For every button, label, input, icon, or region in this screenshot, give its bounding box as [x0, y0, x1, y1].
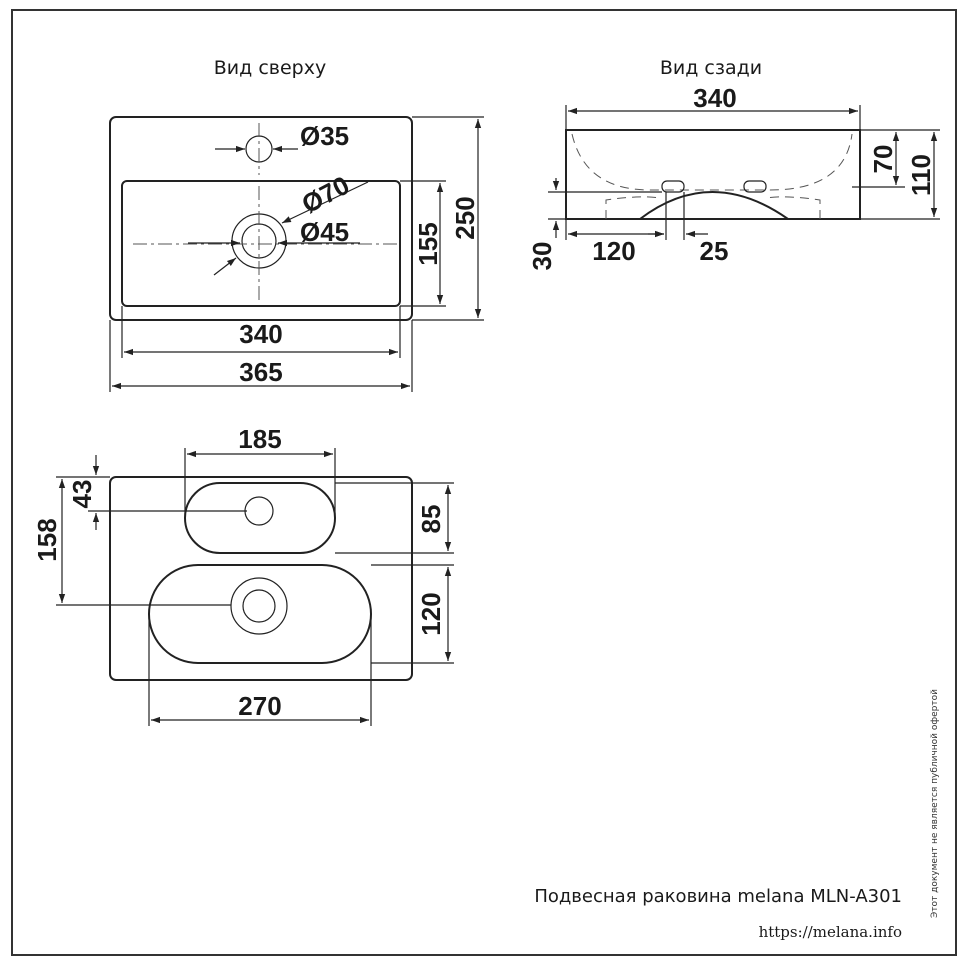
dim-bowl-depth: 155: [413, 222, 443, 265]
dim-back-mount-offset: 120: [592, 236, 635, 266]
plan-outline: [109, 476, 413, 681]
dim-back-mount-spacing: 25: [700, 236, 729, 266]
dim-hole-diameter: Ø35: [300, 121, 349, 151]
plan-drain-inner: [242, 589, 276, 623]
dim-back-height-inner: 70: [868, 145, 898, 174]
top-view-bowl: [121, 180, 401, 307]
top-view-title: Вид сверху: [214, 57, 326, 79]
dim-plan-bowl-width: 270: [238, 691, 281, 721]
dim-plan-hole-offset: 185: [238, 424, 281, 454]
website-url: https://melana.info: [759, 923, 902, 941]
dim-plan-lower-height: 120: [416, 592, 446, 635]
dim-plan-hole-depth: 43: [67, 480, 97, 509]
plan-faucet-hole: [244, 496, 274, 526]
dim-plan-upper-height: 85: [416, 505, 446, 534]
dim-plan-drain-depth: 158: [32, 518, 62, 561]
back-view-drain-arch: [639, 191, 789, 220]
back-view-basin-curve: [571, 133, 853, 191]
dim-back-mount-height: 30: [527, 242, 557, 271]
dim-total-width: 365: [239, 357, 282, 387]
top-view: Вид сверху Ø35 Ø70 Ø45 155 250: [109, 57, 484, 392]
back-view-title: Вид сзади: [660, 57, 762, 79]
back-view: Вид сзади 340 70 110 30 120: [527, 57, 940, 270]
plan-upper-bowl: [184, 482, 336, 554]
dim-drain-inner: Ø45: [300, 217, 349, 247]
dim-back-height-total: 110: [906, 154, 936, 196]
plan-view: 185 43 158 85 120 270: [32, 424, 454, 726]
disclaimer-note: Этот документ не является публичной офер…: [930, 689, 940, 918]
back-view-outline: [565, 129, 861, 220]
plan-lower-bowl: [148, 564, 372, 664]
mount-slot-right: [743, 180, 767, 193]
product-caption: Подвесная раковина melana MLN-A301: [534, 886, 902, 907]
plan-drain-outer: [230, 577, 288, 635]
dim-total-depth: 250: [450, 196, 480, 239]
page-frame: [11, 9, 957, 956]
dim-bowl-width: 340: [239, 319, 282, 349]
mount-slot-left: [661, 180, 685, 193]
dim-back-width: 340: [693, 83, 736, 113]
top-view-outline: [109, 116, 413, 321]
